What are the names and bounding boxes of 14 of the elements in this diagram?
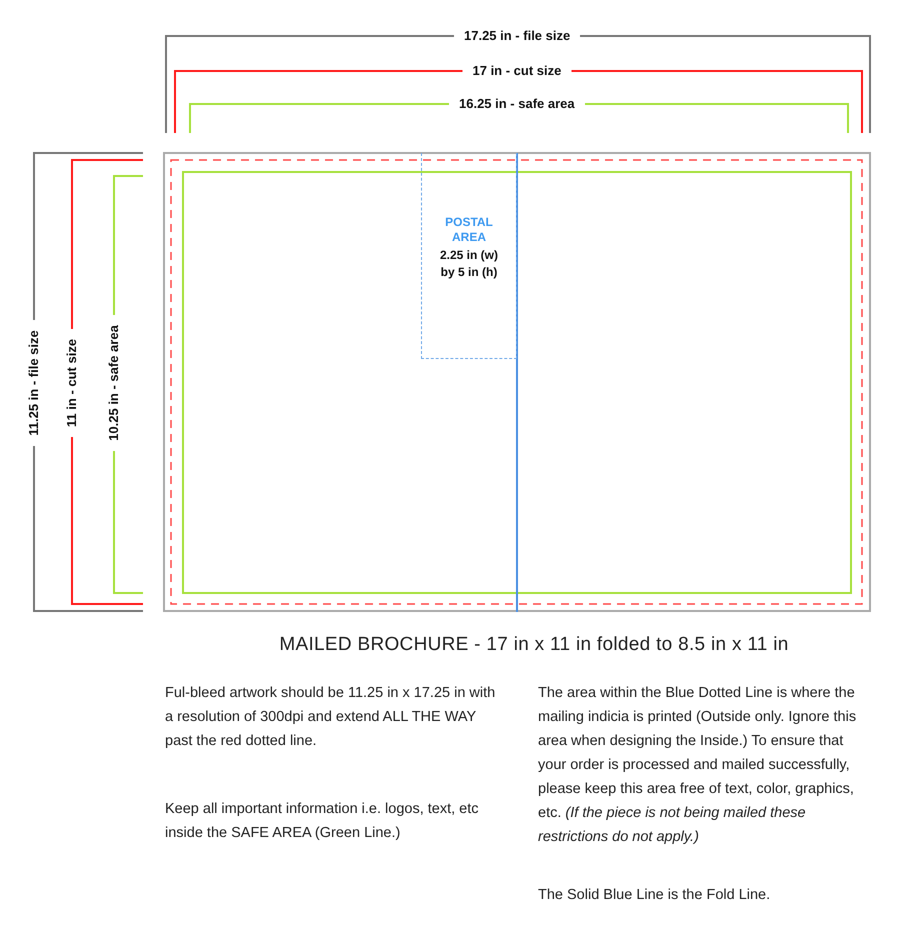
dimension-label: 17 in - cut size — [472, 63, 562, 79]
postal-area-box — [421, 153, 517, 359]
instruction-text: Keep all important information i.e. logos, text, etc inside the SAFE AREA (Green Line.) — [165, 800, 480, 843]
dimension-label: 11 in - cut size — [64, 338, 80, 428]
title: MAILED BROCHURE - 17 in x 11 in folded to 8.5 in x 11 in — [278, 634, 790, 656]
dimension-label: 17.25 in - file size — [464, 28, 570, 44]
area-title: POSTAL AREA — [444, 215, 494, 245]
instruction-text: The Solid Blue Line is the Fold Line. — [538, 886, 772, 905]
area-dimensions: 2.25 in (w) by 5 in (h) — [438, 247, 499, 281]
instruction-text: The area within the Blue Dotted Line is where the mailing indicia is printed (Outside only. Ignore this area when designing the Inside.) To ensure that your order is processed and mailed successfully, please keep this area free of text, color, graphics, etc. (If the piece is not being mailed these restrictions do not apply.) — [538, 684, 858, 847]
dimension-label: 11.25 in - file size — [26, 330, 42, 436]
dimension-label: 10.25 in - safe area — [106, 325, 122, 441]
instruction-text: Ful-bleed artwork should be 11.25 in x 17.25 in with a resolution of 300dpi and extend ALL THE WAY past the red dotted line. — [165, 684, 496, 751]
dimension-label: 16.25 in - safe area — [459, 96, 575, 112]
